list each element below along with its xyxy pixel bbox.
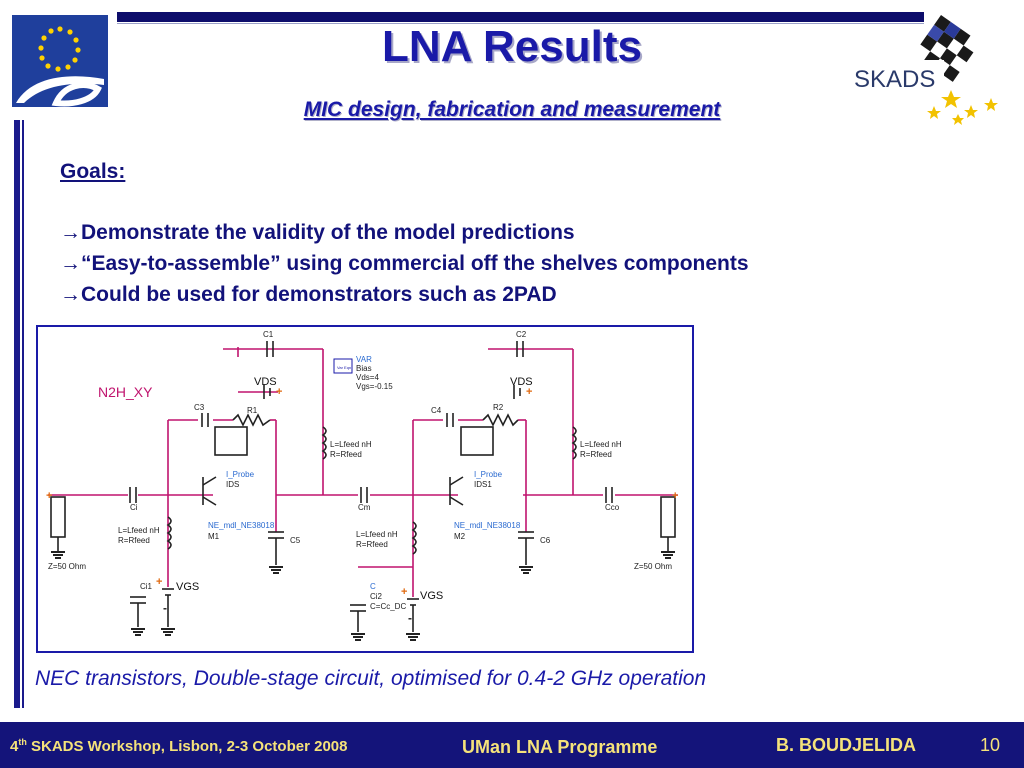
- m1-label: M1: [208, 532, 220, 541]
- ids1-label: IDS1: [474, 480, 492, 489]
- l-feed-label: L=Lfeed nH: [118, 526, 160, 535]
- port2-impedance: Z=50 Ohm: [634, 562, 672, 571]
- c6-label: C6: [540, 536, 551, 545]
- lna-schematic: + + + + + + - - N2H_XY C1 C2 C3 C4 R1 R2…: [36, 325, 694, 653]
- l-feed-label: L=Lfeed nH: [356, 530, 398, 539]
- ci1-label: Ci1: [140, 582, 153, 591]
- var-vds-label: Vds=4: [356, 373, 379, 382]
- probe2-label: I_Probe: [474, 470, 503, 479]
- plus-marker: +: [156, 576, 162, 588]
- goal-bullet: →Could be used for demonstrators such as…: [60, 283, 557, 306]
- l-feed-label: L=Lfeed nH: [580, 440, 622, 449]
- plus-marker: +: [46, 490, 52, 502]
- figure-caption: NEC transistors, Double-stage circuit, o…: [35, 667, 707, 690]
- workshop-number: 4: [10, 738, 19, 755]
- goal-bullet: →“Easy-to-assemble” using commercial off…: [60, 252, 749, 275]
- footer-bar: [0, 722, 1024, 768]
- cm-label: Cm: [358, 503, 371, 512]
- c4-label: C4: [431, 406, 442, 415]
- footer-workshop: 4th SKADS Workshop, Lisbon, 2-3 October …: [10, 737, 347, 755]
- eu-fp6-logo: [12, 15, 108, 107]
- port1-impedance: Z=50 Ohm: [48, 562, 86, 571]
- r-feed-label: R=Rfeed: [330, 450, 362, 459]
- vgs2-label: VGS: [420, 590, 443, 602]
- var-eqn-box-label: Var Eqn: [337, 365, 351, 370]
- cco-label: Cco: [605, 503, 620, 512]
- design-name: N2H_XY: [98, 384, 153, 400]
- r-feed-label: R=Rfeed: [356, 540, 388, 549]
- left-accent-bar-thin: [22, 120, 24, 708]
- minus-marker: -: [163, 601, 167, 615]
- c2-label: C2: [516, 330, 527, 339]
- probe1-label: I_Probe: [226, 470, 255, 479]
- c5-label: C5: [290, 536, 301, 545]
- l-feed-label: L=Lfeed nH: [330, 440, 372, 449]
- vgs1-label: VGS: [176, 581, 199, 593]
- r2-label: R2: [493, 403, 504, 412]
- slide-title: LNA Results: [382, 22, 642, 71]
- r-feed-label: R=Rfeed: [580, 450, 612, 459]
- ids-label: IDS: [226, 480, 239, 489]
- plus-marker: +: [401, 586, 407, 598]
- goal-bullet: →Demonstrate the validity of the model p…: [60, 221, 575, 244]
- ci2-label: Ci2: [370, 592, 383, 601]
- var-bias-label: Bias: [356, 364, 372, 373]
- c3-label: C3: [194, 403, 205, 412]
- workshop-text: SKADS Workshop, Lisbon, 2-3 October 2008: [26, 738, 348, 755]
- model2-label: NE_mdl_NE38018: [454, 521, 521, 530]
- footer-author: B. BOUDJELIDA: [776, 735, 917, 755]
- c-value-label: C=Cc_DC: [370, 602, 406, 611]
- ci-label: Ci: [130, 503, 138, 512]
- c1-label: C1: [263, 330, 274, 339]
- plus-marker: +: [276, 386, 282, 398]
- model1-label: NE_mdl_NE38018: [208, 521, 275, 530]
- minus-marker: -: [408, 611, 412, 625]
- m2-label: M2: [454, 532, 466, 541]
- var-vgs-label: Vgs=-0.15: [356, 382, 393, 391]
- skads-logo: SKADS: [846, 10, 1024, 125]
- var-label: VAR: [356, 355, 372, 364]
- header-rule-shadow: [117, 23, 924, 24]
- header-rule: [117, 12, 924, 22]
- vds2-label: VDS: [510, 376, 533, 388]
- slide-subtitle: MIC design, fabrication and measurement: [303, 98, 721, 121]
- left-accent-bar: [14, 120, 20, 708]
- plus-marker: +: [526, 386, 532, 398]
- footer-programme: UMan LNA Programme: [462, 737, 658, 757]
- page-number: 10: [980, 735, 1001, 755]
- c-label: C: [370, 582, 376, 591]
- plus-marker: +: [672, 490, 678, 502]
- vds1-label: VDS: [254, 376, 277, 388]
- skads-logo-text: SKADS: [854, 66, 935, 93]
- goals-heading: Goals:: [60, 160, 126, 183]
- r-feed-label: R=Rfeed: [118, 536, 150, 545]
- r1-label: R1: [247, 406, 258, 415]
- workshop-ordinal: th: [18, 737, 27, 747]
